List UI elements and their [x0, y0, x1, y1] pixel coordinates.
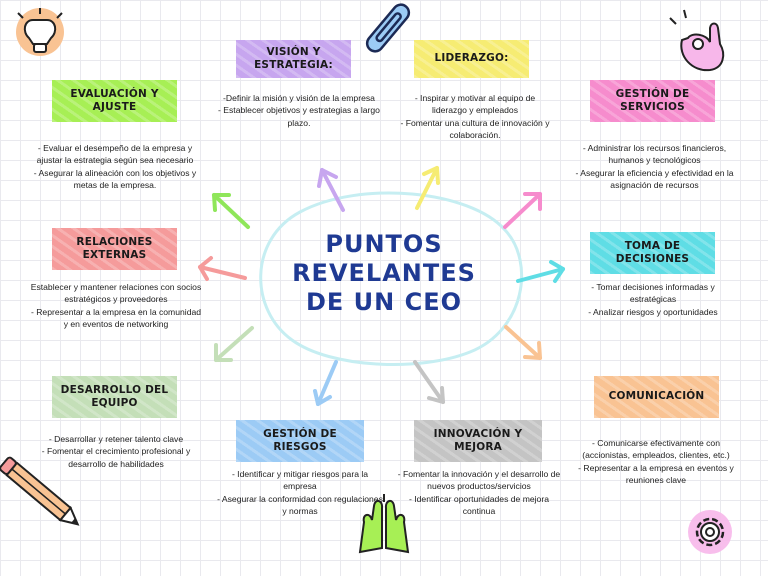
arrow-risks [313, 360, 338, 406]
evaluation-text: - Evaluar el desempeño de la empresa y a… [33, 143, 197, 191]
vision-text: -Definir la misión y visión de la empres… [218, 93, 380, 128]
arrow-team [214, 326, 254, 362]
communication-text: - Comunicarse efectivamente con (accioni… [578, 438, 734, 486]
vision-box: VISIÓN Y ESTRATEGIA: [236, 40, 351, 78]
relations-label: RELACIONES EXTERNAS [76, 235, 153, 261]
services-label: GESTIÓN DE SERVICIOS [615, 87, 690, 113]
decisions-label: TOMA DE DECISIONES [615, 239, 690, 265]
arrow-relations [198, 256, 247, 281]
arrow-innovation [413, 360, 445, 404]
gear-icon [688, 510, 732, 554]
central-title: PUNTOS REVELANTES DE UN CEO [292, 230, 476, 316]
high-five-icon [358, 494, 410, 554]
center-blob [259, 191, 524, 366]
arrow-decisions [516, 260, 565, 283]
arrow-communication [504, 325, 542, 360]
innovation-text: - Fomentar la innovación y el desarrollo… [397, 469, 561, 517]
leadership-label: LIDERAZGO: [434, 52, 509, 65]
decisions-text: - Tomar decisiones informadas y estratég… [588, 282, 718, 317]
services-box: GESTIÓN DE SERVICIOS [590, 80, 715, 122]
pencil-icon [0, 456, 80, 526]
team-label: DESARROLLO DEL EQUIPO [60, 383, 169, 409]
evaluation-label: EVALUACIÓN Y AJUSTE [70, 87, 159, 113]
arrow-vision [317, 168, 345, 212]
paperclip-icon [365, 3, 411, 53]
vision-label: VISIÓN Y ESTRATEGIA: [254, 45, 333, 71]
risks-box: GESTIÓN DE RIESGOS [236, 420, 364, 462]
relations-text: Establecer y mantener relaciones con soc… [30, 282, 202, 330]
relations-box: RELACIONES EXTERNAS [52, 228, 177, 270]
ok-hand-icon [669, 9, 725, 72]
risks-text: - Identificar y mitigar riesgos para la … [217, 469, 383, 517]
communication-label: COMUNICACIÓN [608, 390, 705, 403]
lightbulb-icon [16, 8, 64, 56]
innovation-box: INNOVACIÓN Y MEJORA [414, 420, 542, 462]
arrow-evaluation [212, 193, 250, 229]
innovation-label: INNOVACIÓN Y MEJORA [433, 427, 523, 453]
arrow-services [503, 192, 542, 229]
services-text: - Administrar los recursos financieros, … [575, 143, 734, 191]
decisions-box: TOMA DE DECISIONES [590, 232, 715, 274]
evaluation-box: EVALUACIÓN Y AJUSTE [52, 80, 177, 122]
arrow-leadership [415, 166, 440, 210]
risks-label: GESTIÓN DE RIESGOS [263, 427, 337, 453]
team-box: DESARROLLO DEL EQUIPO [52, 376, 177, 418]
team-text: - Desarrollar y retener talento clave - … [41, 434, 191, 469]
communication-box: COMUNICACIÓN [594, 376, 719, 418]
leadership-box: LIDERAZGO: [414, 40, 529, 78]
leadership-text: - Inspirar y motivar al equipo de lidera… [400, 93, 550, 141]
